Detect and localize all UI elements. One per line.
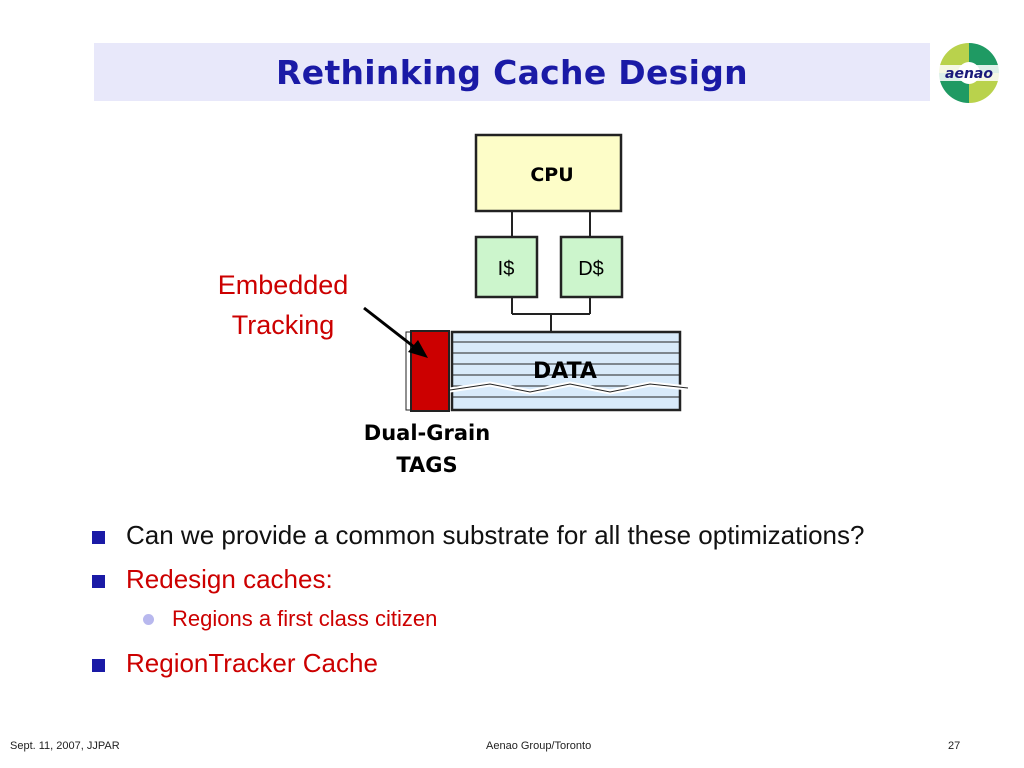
- data-label: DATA: [533, 359, 597, 384]
- dcache-box: [559, 235, 624, 299]
- svg-text:aenao: aenao: [945, 66, 993, 82]
- round-bullet-icon: [143, 614, 154, 625]
- bullet-item: RegionTracker Cache: [88, 644, 968, 682]
- cache-diagram: CPU I$ D$ DATA Embedded Tracking Dual-Gr…: [218, 133, 689, 477]
- connector-lines: [511, 210, 591, 332]
- square-bullet-icon: [92, 659, 105, 672]
- footer-group: Aenao Group/Toronto: [486, 740, 592, 752]
- bullet-text: Redesign caches:: [126, 564, 333, 594]
- arrow: [363, 306, 428, 358]
- bullet-list: Can we provide a common substrate for al…: [88, 516, 968, 688]
- icache-label: I$: [498, 258, 515, 280]
- dcache-label: D$: [578, 258, 604, 280]
- sub-bullet-item: Regions a first class citizen: [88, 604, 968, 634]
- tags-label-line2: TAGS: [396, 453, 457, 477]
- square-bullet-icon: [92, 575, 105, 588]
- slide-title: Rethinking Cache Design: [276, 52, 748, 92]
- bullet-text: Can we provide a common substrate for al…: [126, 520, 865, 550]
- sub-bullet-text: Regions a first class citizen: [172, 606, 438, 631]
- embedded-label-line1: Embedded: [218, 270, 349, 300]
- bullet-text: RegionTracker Cache: [126, 648, 378, 678]
- embedded-label-line2: Tracking: [232, 310, 335, 340]
- footer-page-number: 27: [948, 740, 961, 752]
- cpu-label: CPU: [530, 164, 573, 186]
- footer-date: Sept. 11, 2007, JJPAR: [10, 740, 120, 752]
- tags-label-line1: Dual-Grain: [364, 421, 490, 445]
- title-bar: Rethinking Cache Design: [94, 43, 930, 101]
- aenao-logo: aenao: [937, 42, 1001, 104]
- icache-box: [474, 235, 539, 299]
- square-bullet-icon: [92, 531, 105, 544]
- data-array: [449, 330, 689, 412]
- bullet-item: Redesign caches:: [88, 560, 968, 598]
- cpu-box: [474, 133, 623, 213]
- bullet-item: Can we provide a common substrate for al…: [88, 516, 968, 554]
